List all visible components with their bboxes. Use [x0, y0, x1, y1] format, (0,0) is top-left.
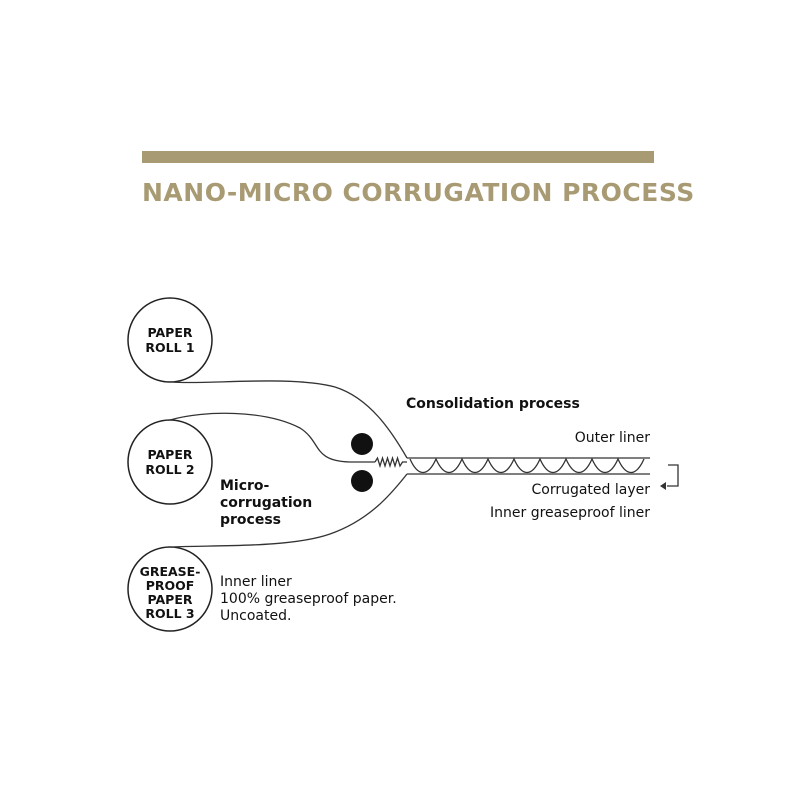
roll-2-label-line-1: PAPER: [147, 447, 192, 462]
return-arrow-head: [660, 482, 666, 490]
inner-liner-label-line-1: Inner liner: [220, 574, 292, 590]
roll-2-feed-line: [169, 412, 375, 463]
micro-corrugation-label-line-1: Micro-: [220, 478, 270, 494]
micro-corrugation-label-line-3: process: [220, 512, 281, 528]
greaseproof-paper-roll-3: GREASE- PROOF PAPER ROLL 3: [127, 546, 213, 632]
inner-liner-label-line-2: 100% greaseproof paper.: [220, 591, 397, 607]
roll-3-circle: [127, 546, 213, 632]
upper-press-roller: [351, 433, 373, 455]
outer-liner-label: Outer liner: [575, 430, 650, 446]
roll-3-label-line-2: PROOF: [146, 578, 195, 593]
corrugated-layer-label: Corrugated layer: [531, 482, 650, 498]
top-accent-bar: [142, 151, 654, 163]
roll-3-label-line-4: ROLL 3: [145, 606, 194, 621]
corrugated-layer-wave: [409, 457, 645, 474]
paper-roll-2: PAPER ROLL 2: [127, 419, 213, 505]
corrugated-board: [407, 457, 650, 475]
micro-corrugation-wave: [374, 455, 407, 469]
consolidation-process-label: Consolidation process: [406, 396, 580, 412]
micro-corrugation-label-line-2: corrugation: [220, 495, 312, 511]
roll-1-feed-line: [171, 380, 408, 459]
roll-3-feed-line: [171, 473, 408, 548]
roll-1-circle: [127, 297, 213, 383]
roll-3-label-line-3: PAPER: [147, 592, 192, 607]
lower-press-roller: [351, 470, 373, 492]
paper-roll-1: PAPER ROLL 1: [127, 297, 213, 383]
page-title: NANO-MICRO CORRUGATION PROCESS: [142, 178, 695, 207]
return-arrow-line: [667, 464, 679, 487]
roll-1-label-line-1: PAPER: [147, 325, 192, 340]
roll-3-label-line-1: GREASE-: [140, 564, 201, 579]
roll-2-label-line-2: ROLL 2: [145, 462, 194, 477]
inner-greaseproof-liner-label: Inner greaseproof liner: [490, 505, 650, 521]
roll-1-label-line-2: ROLL 1: [145, 340, 194, 355]
inner-liner-label-line-3: Uncoated.: [220, 608, 291, 624]
